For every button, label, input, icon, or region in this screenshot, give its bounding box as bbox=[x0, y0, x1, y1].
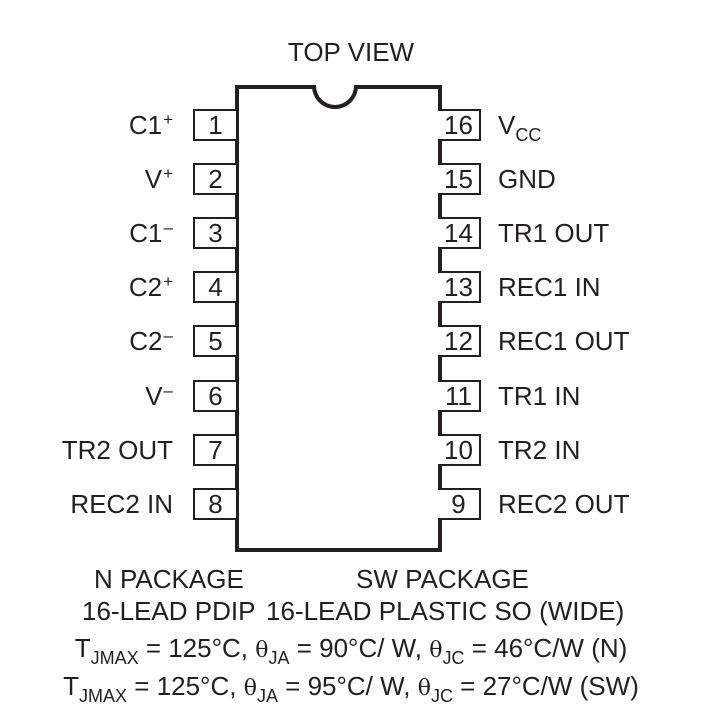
pin-7-number: 7 bbox=[193, 434, 236, 466]
pin-5-label: C2– bbox=[129, 326, 173, 356]
pin-6-number: 6 bbox=[193, 380, 236, 412]
pin-10-label: TR2 IN bbox=[498, 435, 581, 465]
pin-15-number: 15 bbox=[438, 163, 481, 195]
pin-12-label: REC1 OUT bbox=[498, 326, 630, 356]
pin-8-label: REC2 IN bbox=[70, 489, 173, 519]
thermal-spec-n: TJMAX = 125°C, θJA = 90°C/ W, θJC = 46°C… bbox=[74, 633, 628, 668]
diagram-title: TOP VIEW bbox=[287, 37, 415, 67]
pin-2-label: V+ bbox=[144, 164, 173, 194]
pin-4-number: 4 bbox=[193, 271, 236, 303]
sw-package-type: 16-LEAD PLASTIC SO (WIDE) bbox=[266, 596, 625, 626]
pin-10-number: 10 bbox=[438, 434, 481, 466]
pin-14-label: TR1 OUT bbox=[498, 218, 610, 248]
ic-package-body bbox=[235, 85, 442, 552]
pin-13-label: REC1 IN bbox=[498, 272, 601, 302]
pin-13-number: 13 bbox=[438, 271, 481, 303]
pin-3-number: 3 bbox=[193, 217, 236, 249]
pin-11-label: TR1 IN bbox=[498, 381, 581, 411]
pin-7-label: TR2 OUT bbox=[61, 435, 173, 465]
n-package-name: N PACKAGE bbox=[94, 564, 244, 594]
pin-8-number: 8 bbox=[193, 488, 236, 520]
pin-9-label: REC2 OUT bbox=[498, 489, 630, 519]
pin-16-number: 16 bbox=[438, 109, 481, 141]
pin-14-number: 14 bbox=[438, 217, 481, 249]
pin-1-label: C1+ bbox=[128, 110, 173, 140]
thermal-spec-sw: TJMAX = 125°C, θJA = 95°C/ W, θJC = 27°C… bbox=[63, 671, 639, 706]
pin-15-label: GND bbox=[498, 164, 556, 194]
pin-4-label: C2+ bbox=[128, 272, 173, 302]
pin-2-number: 2 bbox=[193, 163, 236, 195]
pin-9-number: 9 bbox=[438, 488, 481, 520]
pin-1-number: 1 bbox=[193, 109, 236, 141]
pin-5-number: 5 bbox=[193, 325, 236, 357]
n-package-type: 16-LEAD PDIP bbox=[82, 596, 256, 626]
pin-6-label: V– bbox=[145, 381, 173, 411]
pin-3-label: C1– bbox=[129, 218, 173, 248]
pin-12-number: 12 bbox=[438, 325, 481, 357]
pin-11-number: 11 bbox=[438, 380, 481, 412]
pin-16-label: VCC bbox=[498, 110, 542, 145]
sw-package-name: SW PACKAGE bbox=[356, 564, 529, 594]
